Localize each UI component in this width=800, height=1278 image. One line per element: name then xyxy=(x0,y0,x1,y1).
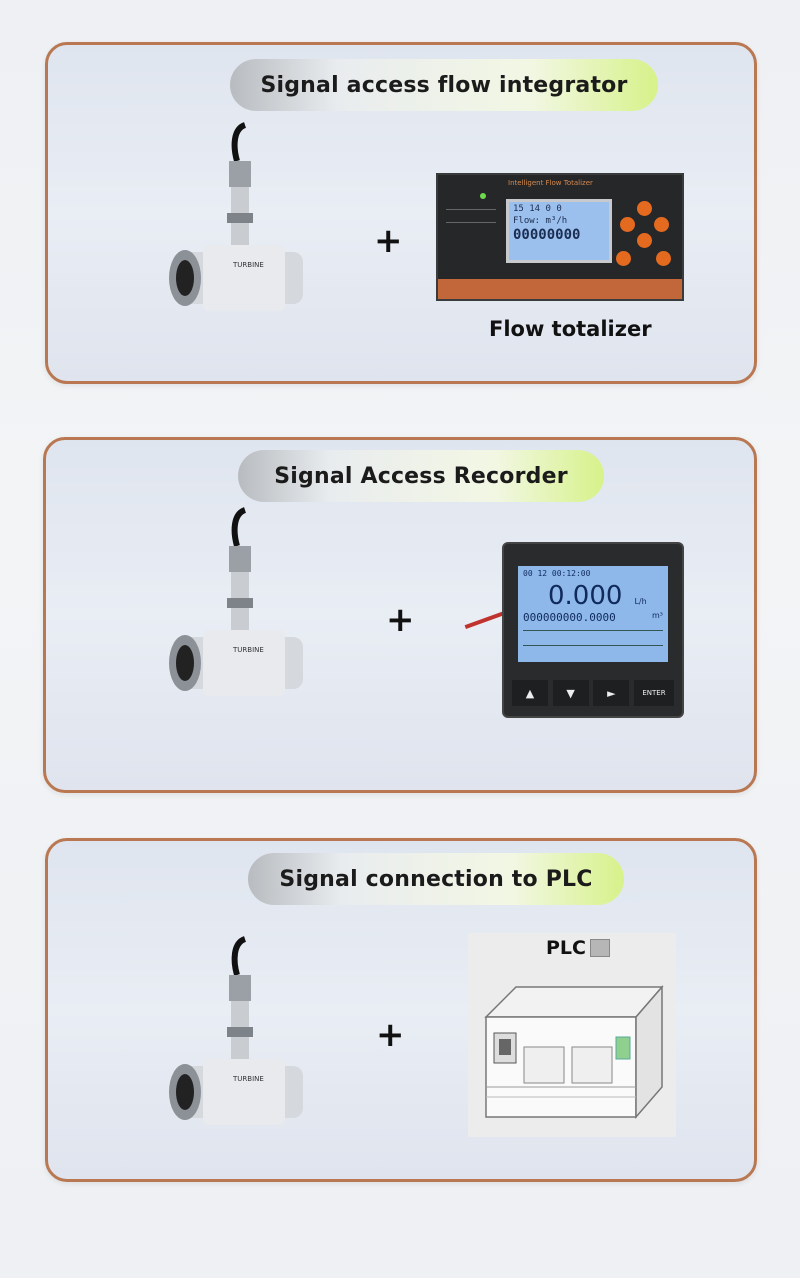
plus-icon: + xyxy=(376,1015,405,1055)
panel-title-pill: Signal access flow integrator xyxy=(230,59,658,111)
lcd-unit: L/h xyxy=(634,597,647,606)
panel-plc-connection: Signal connection to PLC TURBINE + PLC xyxy=(45,838,757,1182)
plc-label-text: PLC xyxy=(546,937,586,959)
plc-small-icon xyxy=(589,939,610,957)
recorder-cable xyxy=(464,610,506,630)
plc-image-frame: PLC xyxy=(468,933,676,1137)
enter-button[interactable]: ENTER xyxy=(633,680,674,706)
panel-flow-integrator: Signal access flow integrator TURBINE + … xyxy=(45,42,757,384)
plc-label: PLC xyxy=(546,937,610,959)
paperless-recorder-device: 00 12 00:12:00 0.000 L/h 000000000.0000 … xyxy=(502,542,684,718)
up-button[interactable]: ▲ xyxy=(512,680,548,706)
totalizer-base-strip xyxy=(438,279,682,299)
flow-totalizer-device: Intelligent Flow Totalizer 15 14 0 0 Flo… xyxy=(436,173,684,301)
turbine-flow-sensor: TURBINE xyxy=(169,122,303,311)
turbine-flow-sensor: TURBINE xyxy=(169,507,303,696)
turbine-flow-sensor: TURBINE xyxy=(169,936,303,1125)
key-right[interactable] xyxy=(654,217,669,232)
panel-access-recorder: Signal Access Recorder TURBINE + 00 12 0… xyxy=(43,437,757,793)
plc-module-icon xyxy=(484,984,664,1120)
key-enter[interactable] xyxy=(656,251,671,266)
totalizer-header: Intelligent Flow Totalizer xyxy=(508,179,593,187)
recorder-lcd: 00 12 00:12:00 0.000 L/h 000000000.0000 … xyxy=(518,566,668,662)
svg-text:TURBINE: TURBINE xyxy=(232,1075,264,1083)
lcd-status-line: 00 12 00:12:00 xyxy=(523,569,591,578)
lcd-top-line: 15 14 0 0 xyxy=(513,204,562,214)
panel-title-pill: Signal connection to PLC xyxy=(248,853,624,905)
right-button[interactable]: ► xyxy=(593,680,630,706)
lcd-total-value: 000000000.0000 xyxy=(523,611,616,624)
device-caption: Flow totalizer xyxy=(489,317,652,341)
status-leds xyxy=(446,193,496,223)
key-left[interactable] xyxy=(620,217,635,232)
plus-icon: + xyxy=(386,600,415,640)
down-button[interactable]: ▼ xyxy=(552,680,589,706)
key-set[interactable] xyxy=(616,251,631,266)
lcd-flow-reading: 0.000 L/h xyxy=(518,581,668,611)
totalizer-keypad xyxy=(616,201,674,267)
key-up[interactable] xyxy=(637,201,652,216)
lcd-total-value: 00000000 xyxy=(513,227,581,243)
totalizer-lcd: 15 14 0 0 Flow: m³/h 00000000 xyxy=(506,199,612,263)
lcd-bar-rows xyxy=(523,630,663,646)
plus-icon: + xyxy=(374,221,403,261)
panel-title-pill: Signal Access Recorder xyxy=(238,450,604,502)
recorder-button-row: ▲ ▼ ► ENTER xyxy=(512,680,674,706)
svg-text:TURBINE: TURBINE xyxy=(232,646,264,654)
lcd-flow-line: Flow: m³/h xyxy=(513,216,568,226)
lcd-big-value: 0.000 xyxy=(548,581,623,611)
key-down[interactable] xyxy=(637,233,652,248)
lcd-total-unit: m³ xyxy=(652,611,663,620)
svg-text:TURBINE: TURBINE xyxy=(232,261,264,269)
